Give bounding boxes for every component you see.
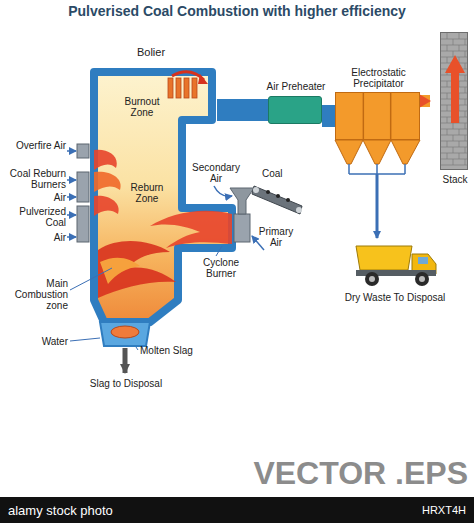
coal-funnel: [230, 188, 254, 214]
part-label: Primary Air: [256, 226, 296, 248]
cyclone-leader: [216, 246, 222, 256]
diagram-title: Pulverised Coal Combustion with higher e…: [0, 3, 474, 19]
node-label: Stack: [435, 174, 474, 185]
waste-arrows: [349, 164, 405, 238]
flue-duct: [420, 95, 430, 107]
part-label: Coal Reburn Burners: [4, 168, 66, 190]
part-label: Main Combustion zone: [8, 278, 68, 311]
water-bath: [100, 322, 150, 346]
primary-air-arrow: [252, 236, 264, 250]
molten-slag: [111, 326, 139, 338]
part-label: Burnout Zone: [112, 96, 172, 118]
watermark-bar: [0, 497, 474, 523]
part-label: Air: [4, 192, 66, 203]
node-label: Air Preheater: [251, 81, 341, 92]
air-arrows: [67, 151, 76, 237]
part-label: Overfire Air: [4, 140, 66, 151]
watermark: alamy stock photo: [8, 503, 168, 518]
electrostatic-precipitator: Electrostatic Precipitator: [335, 92, 420, 140]
esp-hoppers: [335, 140, 420, 164]
watermark: VECTOR .EPS: [252, 456, 468, 490]
gas-flow-arrowhead: [198, 74, 208, 84]
esp-plates: [336, 93, 419, 139]
flue-duct: [217, 99, 268, 121]
part-label: Dry Waste To Disposal: [340, 292, 450, 303]
dump-truck: [356, 246, 436, 286]
secondary-air-arrow: [214, 186, 232, 196]
water-leader: [70, 338, 100, 341]
boiler-wall: [94, 72, 232, 322]
watermark: HRXT4H: [380, 504, 466, 517]
burner-ports: [77, 144, 89, 242]
slag-arrow: [123, 348, 128, 373]
part-label: Slag to Disposal: [76, 378, 176, 389]
part-label: Air: [4, 232, 66, 243]
part-label: Pulverized Coal: [4, 206, 66, 228]
part-label: Molten Slag: [140, 345, 200, 356]
stack-bricks: [441, 33, 467, 169]
air-preheater: Air Preheater: [268, 96, 322, 124]
coal-conveyor: [252, 186, 302, 214]
node-label: Electrostatic Precipitator: [326, 67, 431, 89]
flue-duct: [322, 105, 335, 127]
cyclone-pipe: [234, 214, 250, 242]
stack: Stack: [440, 32, 468, 170]
heat-exchanger: [168, 78, 197, 98]
combustion-leader: [70, 268, 112, 290]
node-label: Bolier: [111, 47, 191, 58]
part-label: Coal: [262, 168, 292, 179]
part-label: Reburn Zone: [122, 182, 172, 204]
part-label: Secondary Air: [190, 162, 242, 184]
part-label: Water: [30, 336, 68, 347]
part-label: Cyclone Burner: [196, 257, 246, 279]
